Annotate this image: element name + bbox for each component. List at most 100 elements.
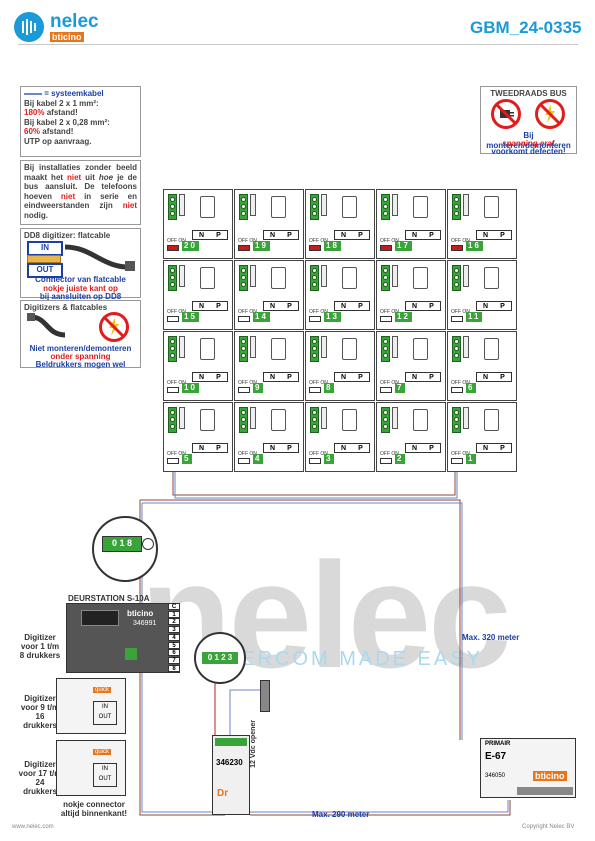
intercom-phone-icon [200,196,215,218]
apartment-number: 15 [182,312,199,322]
door-station-terminal: 2 [168,618,180,626]
install-word-niet3: niet [122,201,137,210]
install-note: Bij installaties zonder beeld maakt het … [20,160,141,225]
install-text-a: Bij installaties zonder beeld maakt het [24,163,137,182]
termination-switch[interactable] [309,316,321,322]
digitizer-3-label: Digitizer voor 17 t/m 24 drukkers [18,760,62,796]
apartment-number: 2 [395,454,406,464]
termination-switch[interactable] [380,387,392,393]
flatcable-connector-icon [27,255,61,263]
intercom-phone-icon [413,196,428,218]
door-station-terminal: C [168,603,180,610]
termination-switch[interactable] [451,316,463,322]
termination-switch[interactable] [380,245,392,251]
interface-model: 346230 [216,758,243,767]
termination-switch[interactable] [380,458,392,464]
system-cable-swatch [24,92,42,95]
offon-label: OFF ON [167,238,186,244]
termination-switch[interactable] [167,458,179,464]
adjust-screw-icon [142,538,154,550]
digitizers-line1: Niet monteren/demonteren [29,344,132,353]
apartment-number: 12 [395,312,412,322]
power-supply-title: PRIMAIR [485,741,511,747]
bus-terminal-icon [168,407,177,433]
termination-switch[interactable] [167,316,179,322]
door-station-terminal: 5 [168,641,180,649]
header-divider [18,44,578,45]
digitizer-2-brand: quick [93,749,112,755]
termination-switch[interactable] [238,245,250,251]
bus-terminal-icon [239,194,248,220]
termination-switch[interactable] [167,245,179,251]
termination-switch[interactable] [380,316,392,322]
intercom-phone-icon [271,267,286,289]
offon-label: OFF ON [380,380,399,386]
apartment-number: 14 [253,312,270,322]
cable-value1: 180% [24,108,45,117]
cable-title: = systeemkabel [44,89,104,98]
intercom-phone-icon [484,196,499,218]
door-station-zoom-bubble: 0 1 8 [92,516,158,582]
offon-label: OFF ON [380,309,399,315]
install-text-b: uit [85,172,95,182]
termination-switch[interactable] [451,458,463,464]
cable-line2: Bij kabel 2 x 0,28 mm²: [24,117,110,127]
apartment-number: 17 [395,241,412,251]
install-text-c: je de bus aansluit. De telefoons hoeven [24,172,137,201]
no-unplug-icon [491,99,521,129]
offon-label: OFF ON [451,380,470,386]
door-opener-icon [260,680,270,712]
door-station-terminal: 4 [168,633,180,641]
intercom-phone-icon [271,338,286,360]
offon-label: OFF ON [451,309,470,315]
intercom-phone-icon [413,338,428,360]
door-station-connector [81,610,119,626]
intercom-phone-icon [342,196,357,218]
termination-switch[interactable] [238,316,250,322]
termination-switch[interactable] [309,387,321,393]
termination-switch[interactable] [238,387,250,393]
bus-terminal-icon [239,407,248,433]
install-text-d: in serie en eindweerstanden zijn [24,191,137,211]
config-chip-icon [250,265,256,287]
apartment-number: 20 [182,241,199,251]
bus-terminal-icon [239,265,248,291]
apartment-number: 7 [395,383,406,393]
offon-label: OFF ON [238,451,257,457]
document-code: GBM_24-0335 [470,18,582,37]
termination-switch[interactable] [309,245,321,251]
termination-switch[interactable] [451,245,463,251]
digitizer-1-out: OUT [98,714,112,720]
bus-terminal-icon [381,336,390,362]
termination-switch[interactable] [167,387,179,393]
bus-line3: voorkomt defecten! [491,147,566,156]
config-chip-icon [463,265,469,287]
bus-terminal-icon [168,194,177,220]
config-chip-icon [321,265,327,287]
footer-url[interactable]: www.nelec.com [12,824,54,830]
config-chip-icon [321,194,327,216]
offon-label: OFF ON [167,380,186,386]
install-word-niet1: niet [67,172,82,182]
termination-switch[interactable] [309,458,321,464]
nelec-logo-icon [14,12,44,42]
digitizer-1-label: Digitizer voor 1 t/m 8 drukkers [19,633,61,660]
intercom-phone-icon [271,409,286,431]
termination-switch[interactable] [451,387,463,393]
termination-switch[interactable] [238,458,250,464]
